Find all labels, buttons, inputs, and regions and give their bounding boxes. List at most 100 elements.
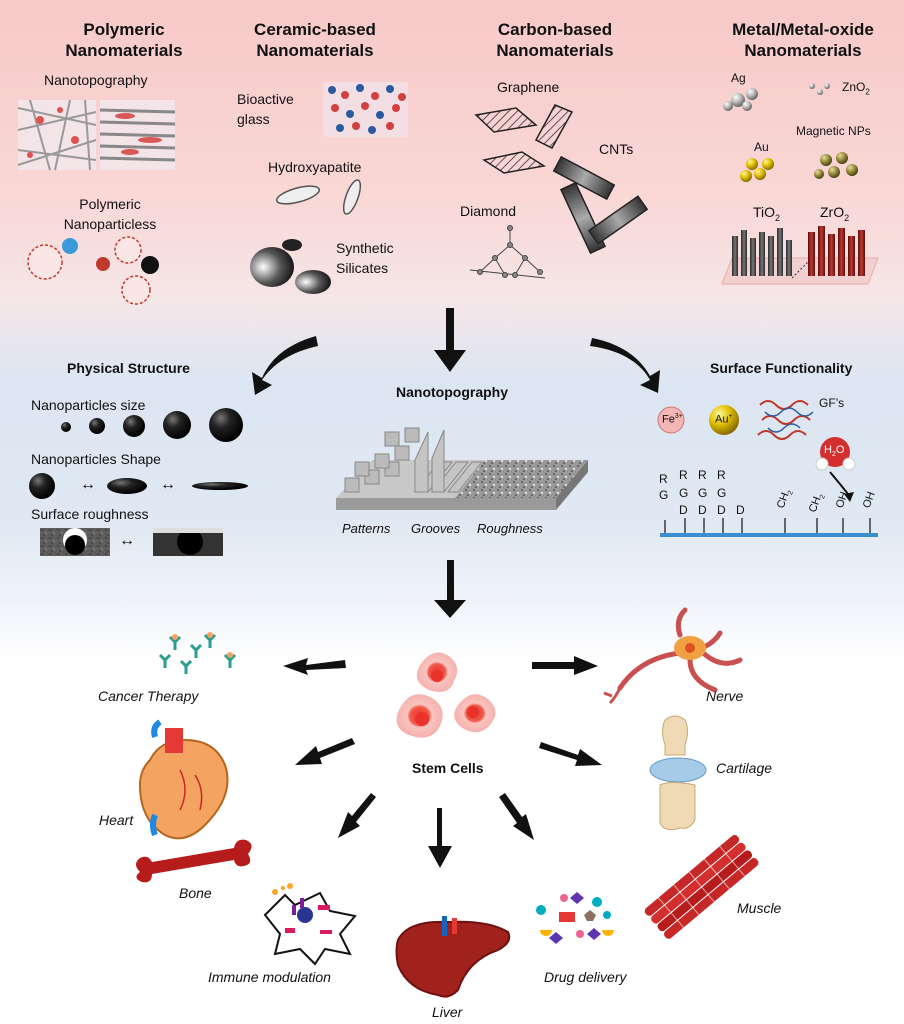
label-polymeric-nanoparticles-line2: Nanoparticless bbox=[63, 216, 157, 232]
heart-illustration bbox=[138, 719, 229, 840]
drug-delivery-illustration bbox=[536, 892, 614, 944]
label-au-ion: Au+ bbox=[715, 413, 733, 426]
label-bioactive-glass-line1: Bioactive bbox=[237, 91, 294, 107]
label-immune-modulation: Immune modulation bbox=[208, 969, 331, 985]
category-ceramic-line1: Ceramic-based bbox=[254, 20, 376, 39]
hydroxyapatite-illustration bbox=[275, 179, 362, 215]
roughness-samples bbox=[40, 528, 223, 556]
label-synthetic-silicates-line1: Synthetic bbox=[336, 240, 394, 256]
label-grooves: Grooves bbox=[411, 521, 461, 536]
category-metal-line1: Metal/Metal-oxide bbox=[732, 20, 874, 39]
category-ceramic: Ceramic-based Nanomaterials bbox=[225, 19, 405, 61]
label-nanoparticles-size: Nanoparticles size bbox=[31, 397, 146, 413]
label-cancer-therapy: Cancer Therapy bbox=[98, 688, 199, 704]
arrows-to-properties bbox=[252, 308, 660, 395]
muscle-illustration bbox=[644, 835, 759, 939]
label-muscle: Muscle bbox=[737, 900, 782, 916]
label-h2o-sub: 2 bbox=[831, 451, 836, 459]
rgd-r-2: R bbox=[679, 468, 688, 482]
nanotopography-surface bbox=[336, 427, 588, 510]
label-heart: Heart bbox=[99, 812, 134, 828]
label-au-ion-text: Au bbox=[715, 413, 729, 426]
category-polymeric: Polymeric Nanomaterials bbox=[34, 19, 214, 61]
polymeric-fibers-illustration bbox=[17, 99, 176, 171]
shape-particles bbox=[29, 473, 248, 499]
graphene-illustration bbox=[474, 104, 574, 174]
cnt-illustration bbox=[552, 155, 649, 255]
label-patterns: Patterns bbox=[342, 521, 391, 536]
label-polymeric-nanoparticles: Polymeric Nanoparticless bbox=[50, 194, 170, 234]
zno2-nanoparticles bbox=[809, 83, 830, 95]
label-tio2: TiO2 bbox=[753, 204, 780, 223]
category-polymeric-line1: Polymeric bbox=[83, 20, 165, 39]
rgd-d-2: D bbox=[679, 503, 688, 517]
immune-modulation-illustration bbox=[263, 883, 357, 966]
category-metal-line2: Nanomaterials bbox=[744, 41, 862, 60]
category-ceramic-line2: Nanomaterials bbox=[256, 41, 374, 60]
section-physical-structure: Physical Structure bbox=[67, 360, 190, 376]
label-tio2-text: TiO bbox=[753, 204, 776, 220]
label-fe3-text: Fe bbox=[662, 413, 675, 426]
stem-cells-illustration bbox=[396, 652, 496, 738]
rgd-d-5: D bbox=[736, 503, 745, 517]
label-nerve: Nerve bbox=[706, 688, 744, 704]
arrow-shape-2: ↔ bbox=[160, 476, 176, 493]
label-tio2-sub: 2 bbox=[775, 212, 781, 223]
label-zno2-text: ZnO bbox=[842, 80, 866, 94]
silver-nanoparticles bbox=[723, 88, 758, 111]
label-fe3: Fe3+ bbox=[662, 413, 683, 426]
label-bioactive-glass-line2: glass bbox=[237, 111, 270, 127]
label-gfs: GF’s bbox=[819, 396, 845, 410]
gold-nanoparticles bbox=[740, 158, 774, 182]
section-nanotopography: Nanotopography bbox=[396, 384, 508, 400]
rgd-g-1: G bbox=[659, 488, 669, 502]
label-zro2-text: ZrO bbox=[820, 204, 845, 220]
bioactive-glass-illustration bbox=[323, 82, 408, 137]
label-fe3-sup: 3+ bbox=[674, 413, 683, 420]
label-surface-roughness: Surface roughness bbox=[31, 506, 149, 522]
label-h2o: H2O bbox=[824, 444, 844, 458]
label-drug-delivery: Drug delivery bbox=[544, 969, 627, 985]
size-spheres bbox=[61, 408, 243, 442]
label-ag: Ag bbox=[731, 71, 746, 85]
label-nanoparticles-shape: Nanoparticles Shape bbox=[31, 451, 161, 467]
category-carbon-line2: Nanomaterials bbox=[496, 41, 614, 60]
label-diamond: Diamond bbox=[460, 203, 517, 219]
label-synthetic-silicates-line2: Silicates bbox=[336, 260, 389, 276]
label-hydroxyapatite: Hydroxyapatite bbox=[268, 159, 362, 175]
category-metal: Metal/Metal-oxide Nanomaterials bbox=[708, 19, 898, 61]
arrow-shape-1: ↔ bbox=[80, 476, 96, 493]
label-bone: Bone bbox=[179, 885, 212, 901]
rgd-r-4: R bbox=[717, 468, 726, 482]
rgd-g-2: G bbox=[679, 486, 689, 500]
rgd-g-4: G bbox=[717, 486, 727, 500]
rgd-d-3: D bbox=[698, 503, 707, 517]
label-au-ion-sup: + bbox=[728, 413, 733, 420]
label-h2o-o: O bbox=[835, 444, 845, 456]
polymeric-nanoparticles-illustration bbox=[27, 236, 159, 305]
label-liver: Liver bbox=[432, 1004, 463, 1020]
label-cnts: CNTs bbox=[599, 141, 634, 157]
diamond-lattice-illustration bbox=[469, 225, 546, 279]
label-synthetic-silicates: Synthetic Silicates bbox=[336, 238, 394, 278]
label-cartilage: Cartilage bbox=[716, 760, 773, 776]
section-surface-functionality: Surface Functionality bbox=[710, 360, 853, 376]
magnetic-nanoparticles bbox=[814, 152, 858, 179]
cancer-therapy-illustration bbox=[158, 632, 237, 674]
arrow-roughness: ↔ bbox=[119, 532, 135, 549]
label-roughness: Roughness bbox=[477, 521, 543, 536]
nerve-illustration bbox=[603, 607, 743, 705]
category-carbon-line1: Carbon-based bbox=[497, 20, 613, 39]
metal-oxide-pillars bbox=[721, 226, 879, 285]
arrow-to-stem-cells bbox=[434, 560, 466, 618]
synthetic-silicates-illustration bbox=[250, 239, 331, 294]
label-zro2: ZrO2 bbox=[820, 204, 849, 223]
label-polymeric-nanoparticles-line1: Polymeric bbox=[79, 196, 141, 212]
liver-illustration bbox=[395, 916, 511, 998]
label-zno2-sub: 2 bbox=[865, 87, 870, 97]
category-carbon: Carbon-based Nanomaterials bbox=[465, 19, 645, 61]
rgd-d-4: D bbox=[717, 503, 726, 517]
cartilage-illustration bbox=[649, 715, 707, 831]
